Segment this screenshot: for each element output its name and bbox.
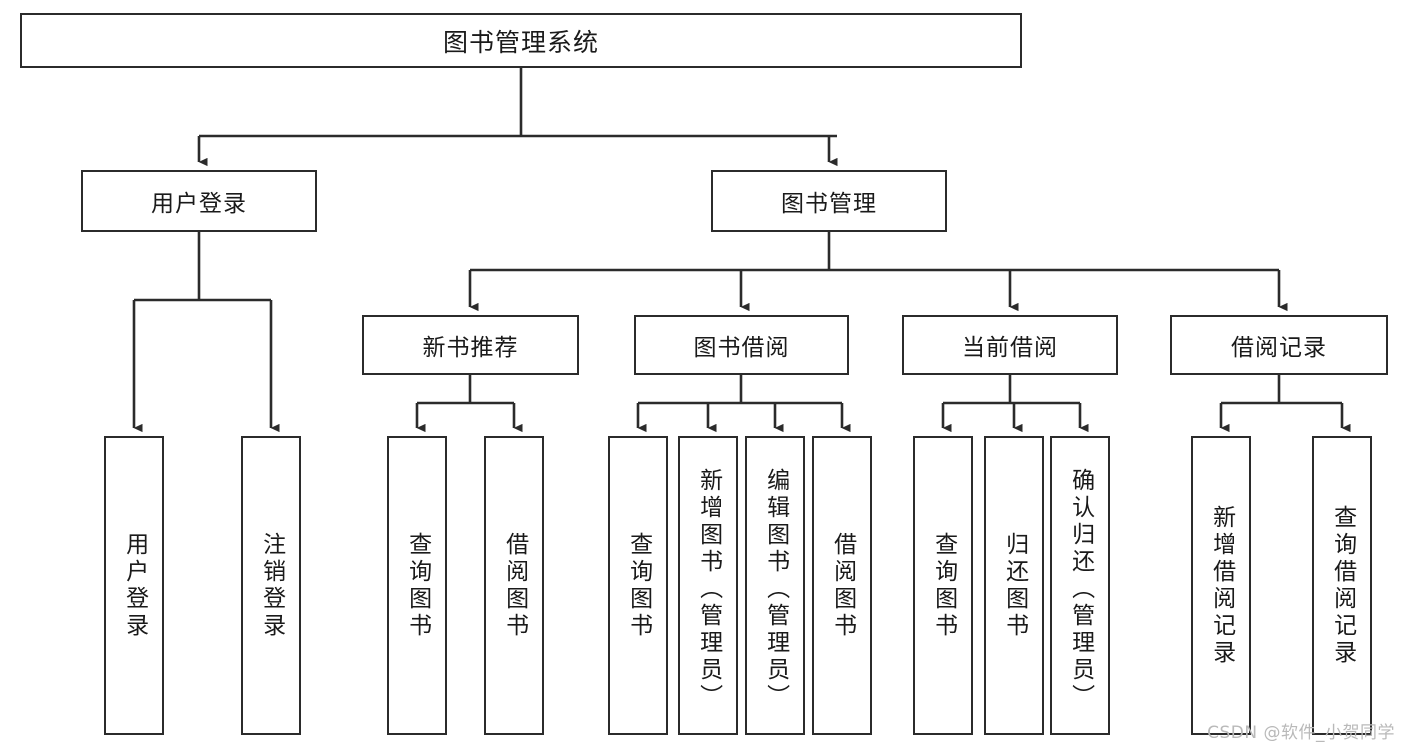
node-leaf[interactable]: 新增借阅记录 (1191, 436, 1251, 735)
node-leaf-label: 借阅图书 (829, 531, 856, 640)
node-leaf-label: 确认归还（管理员） (1067, 468, 1094, 711)
node-root[interactable]: 图书管理系统 (20, 13, 1022, 68)
node-level2-label: 图书管理 (781, 191, 877, 217)
node-leaf-label: 归还图书 (1001, 531, 1028, 640)
node-leaf[interactable]: 借阅图书 (812, 436, 872, 735)
node-level3-new-book-recommend[interactable]: 新书推荐 (362, 315, 579, 375)
node-leaf-label: 编辑图书（管理员） (762, 468, 789, 711)
node-leaf-label: 新增借阅记录 (1208, 504, 1235, 667)
node-level3-label: 借阅记录 (1231, 335, 1327, 361)
node-leaf-label: 查询图书 (625, 531, 652, 640)
node-leaf-label: 查询图书 (930, 531, 957, 640)
node-leaf-label: 查询图书 (404, 531, 431, 640)
node-leaf[interactable]: 查询图书 (913, 436, 973, 735)
node-level3-borrow-record[interactable]: 借阅记录 (1170, 315, 1388, 375)
node-leaf[interactable]: 用户登录 (104, 436, 164, 735)
node-leaf-label: 注销登录 (258, 531, 285, 640)
watermark: CSDN @软件_小贺同学 (1207, 723, 1395, 743)
node-leaf-label: 新增图书（管理员） (695, 468, 722, 711)
node-root-label: 图书管理系统 (442, 27, 599, 57)
node-leaf[interactable]: 新增图书（管理员） (678, 436, 738, 735)
node-level3-label: 新书推荐 (422, 335, 519, 361)
node-level3-current-borrow[interactable]: 当前借阅 (902, 315, 1118, 375)
node-leaf[interactable]: 查询图书 (387, 436, 447, 735)
node-leaf[interactable]: 查询借阅记录 (1312, 436, 1372, 735)
node-level2-user-login[interactable]: 用户登录 (81, 170, 317, 232)
node-level3-label: 图书借阅 (693, 335, 790, 361)
node-level2-book-management[interactable]: 图书管理 (711, 170, 947, 232)
node-leaf-label: 查询借阅记录 (1329, 504, 1356, 667)
node-level3-label: 当前借阅 (962, 335, 1058, 361)
node-leaf-label: 用户登录 (121, 531, 148, 640)
node-leaf[interactable]: 归还图书 (984, 436, 1044, 735)
node-leaf-label: 借阅图书 (501, 531, 528, 640)
node-leaf[interactable]: 注销登录 (241, 436, 301, 735)
node-leaf[interactable]: 确认归还（管理员） (1050, 436, 1110, 735)
node-leaf[interactable]: 查询图书 (608, 436, 668, 735)
node-level3-book-borrow[interactable]: 图书借阅 (634, 315, 849, 375)
node-level2-label: 用户登录 (151, 191, 247, 217)
node-leaf[interactable]: 借阅图书 (484, 436, 544, 735)
node-leaf[interactable]: 编辑图书（管理员） (745, 436, 805, 735)
